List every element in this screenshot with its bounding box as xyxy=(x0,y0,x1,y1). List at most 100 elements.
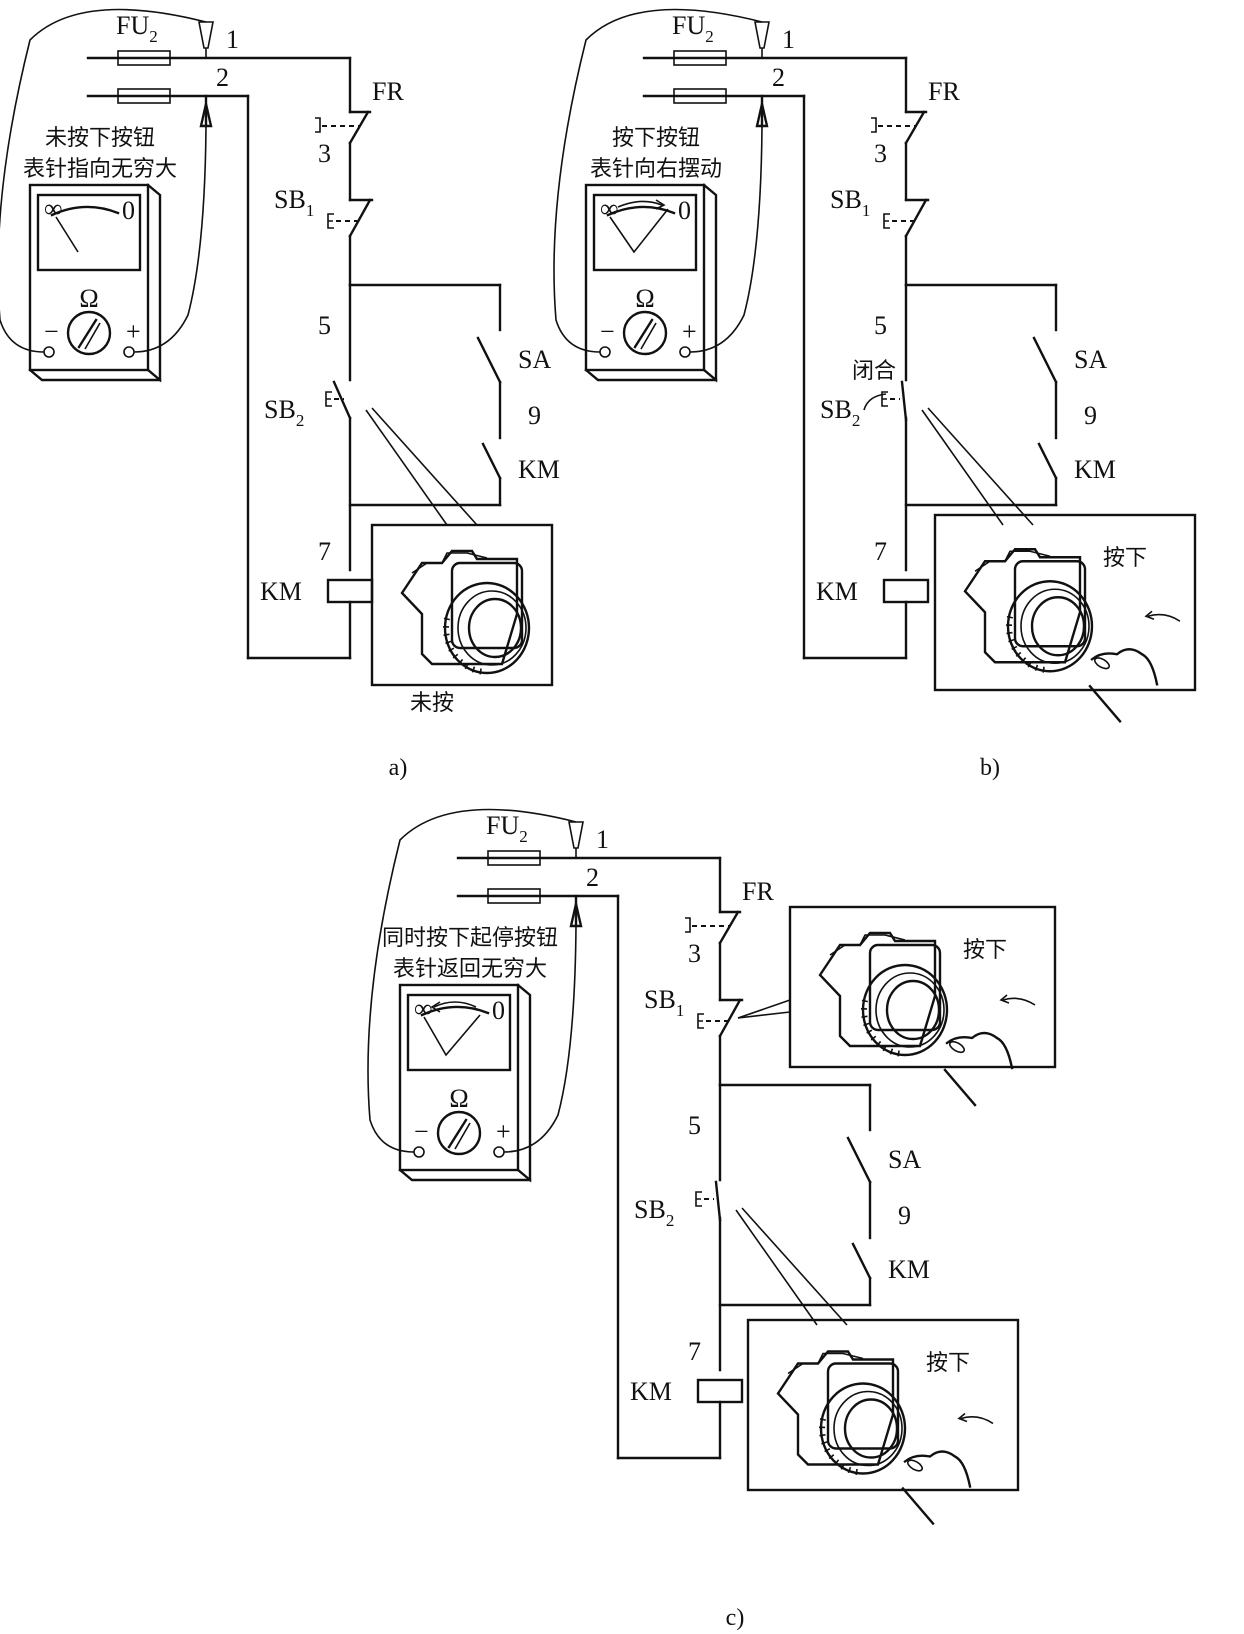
fuse-icon xyxy=(117,50,171,66)
minus-label: − xyxy=(414,1117,429,1146)
knurl xyxy=(889,1048,894,1055)
finger-icon xyxy=(943,994,1036,1107)
knurl xyxy=(828,1454,835,1460)
infinity-label: ∞ xyxy=(600,194,619,223)
housing-clips xyxy=(787,1352,864,1375)
sb1-actuator xyxy=(883,213,890,229)
meter-dial xyxy=(406,993,512,1072)
pushbutton-icon xyxy=(776,1350,907,1476)
sb2-actuator xyxy=(881,391,888,407)
press-arrow xyxy=(1147,613,1181,622)
plus-terminal xyxy=(493,1146,505,1158)
range-selector-knob xyxy=(66,310,112,356)
knurl xyxy=(1027,661,1032,668)
knurl xyxy=(443,633,450,636)
multimeter-icon: ∞0Ω−+ xyxy=(584,183,718,383)
knurl xyxy=(824,1447,831,1453)
sb2-state-label: 闭合 xyxy=(852,359,896,384)
meter-bottom xyxy=(28,368,162,382)
test-lead-plus xyxy=(503,925,577,1153)
button-state-label: 按下 xyxy=(926,1351,970,1376)
knurl xyxy=(861,1015,868,1018)
callout-frame xyxy=(370,523,554,687)
knurl xyxy=(834,1459,840,1466)
callout-pointer xyxy=(921,409,1004,526)
button-cap xyxy=(467,597,523,659)
ohm-label: Ω xyxy=(635,284,654,313)
node-1-label: 1 xyxy=(226,25,239,54)
meter-dial xyxy=(36,193,142,272)
fr-label: FR xyxy=(928,77,960,106)
sb1-actuator xyxy=(327,213,334,229)
knurl xyxy=(448,647,455,652)
sb1-label: SB1 xyxy=(644,985,684,1020)
minus-terminal xyxy=(43,346,55,358)
probe-icon xyxy=(568,821,584,849)
plus-label: + xyxy=(496,1117,511,1146)
button-state-label: 未按 xyxy=(410,691,454,716)
node-9-label: 9 xyxy=(1084,401,1097,430)
button-state-label: 按下 xyxy=(963,938,1007,963)
callout-pointer xyxy=(737,1011,791,1019)
node-1-label: 1 xyxy=(596,825,609,854)
close-arrow xyxy=(863,393,887,411)
fingernail xyxy=(1093,657,1111,670)
button-ring xyxy=(1006,580,1094,673)
meter-body xyxy=(584,183,706,372)
coil-icon xyxy=(882,578,930,604)
node-9-label: 9 xyxy=(898,1201,911,1230)
meter-dial xyxy=(592,193,698,272)
knurl xyxy=(861,999,868,1003)
fr-contact xyxy=(718,910,740,945)
callout-pointer xyxy=(737,999,791,1019)
knurl xyxy=(471,666,476,673)
button-ring xyxy=(819,1382,907,1475)
minus-terminal xyxy=(413,1146,425,1158)
dial-scale xyxy=(420,1005,490,1017)
fuse-label: FU2 xyxy=(486,811,528,846)
pushbutton-callout xyxy=(370,523,554,687)
callout-frame xyxy=(788,905,1057,1069)
node-7-label: 7 xyxy=(688,1337,701,1366)
km-aux-contact xyxy=(481,442,502,480)
fingernail xyxy=(906,1459,924,1472)
test-lead-plus xyxy=(689,125,763,353)
knurl xyxy=(1034,664,1039,671)
pushbutton-icon xyxy=(963,548,1094,673)
button-state-label: 按下 xyxy=(1103,546,1147,571)
thermal-element xyxy=(871,117,877,133)
knurl xyxy=(847,1466,852,1474)
node-2-label: 2 xyxy=(216,63,229,92)
minus-label: − xyxy=(44,317,59,346)
meter-note-line1: 按下按钮 xyxy=(612,126,700,151)
button-ring xyxy=(861,963,949,1057)
return-arrow xyxy=(433,1001,477,1008)
test-lead-minus xyxy=(367,808,577,1153)
km-aux-label: KM xyxy=(1074,455,1116,484)
fuse-icon xyxy=(673,88,727,104)
button-cap xyxy=(1030,596,1086,657)
infinity-label: ∞ xyxy=(414,994,433,1023)
button-bezel xyxy=(868,943,942,1032)
node-5-label: 5 xyxy=(318,311,331,340)
knob-pointer xyxy=(77,318,98,349)
meter-side xyxy=(702,183,718,383)
sb2-actuator xyxy=(325,391,332,407)
arrowhead xyxy=(957,1412,968,1423)
knurl xyxy=(840,1463,845,1470)
sa-label: SA xyxy=(888,1145,921,1174)
zero-label: 0 xyxy=(678,196,691,225)
housing-clips xyxy=(829,934,906,956)
plus-terminal xyxy=(679,346,691,358)
sb1-actuator xyxy=(697,1013,704,1029)
fingernail xyxy=(948,1040,966,1054)
ohm-label: Ω xyxy=(449,1084,468,1113)
meter-note-line1: 未按下按钮 xyxy=(45,126,155,151)
fr-label: FR xyxy=(742,877,774,906)
button-ring-inner xyxy=(875,972,945,1048)
sb1-contact xyxy=(718,998,742,1038)
finger-icon xyxy=(1088,610,1181,723)
multimeter-icon: ∞0Ω−+ xyxy=(28,183,162,383)
sb2-contact-closed xyxy=(714,1180,722,1222)
